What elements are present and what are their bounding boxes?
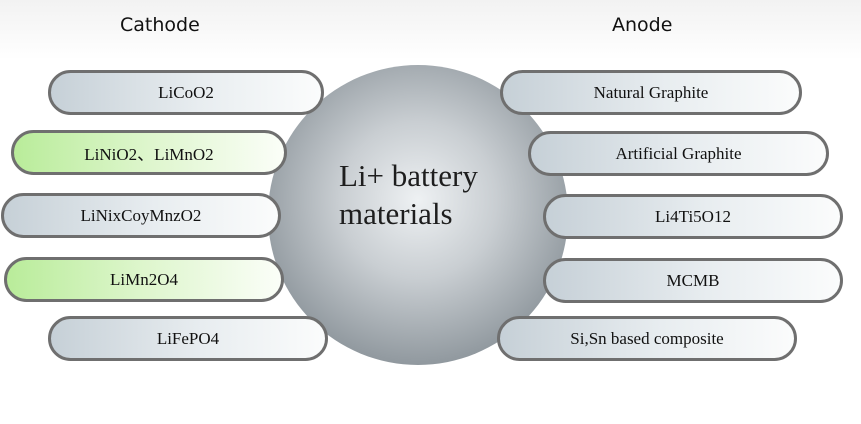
- cathode-item-limn2o4: LiMn2O4: [4, 257, 284, 302]
- center-circle: [268, 65, 568, 365]
- cathode-heading: Cathode: [120, 14, 200, 36]
- cathode-item-linio2-limno2: LiNiO2、LiMnO2: [11, 130, 287, 175]
- center-label-line2: materials: [339, 196, 453, 231]
- center-label-line1: Li+ battery: [339, 158, 478, 193]
- anode-item-artificial-graphite: Artificial Graphite: [528, 131, 829, 176]
- cathode-item-lifepo4: LiFePO4: [48, 316, 328, 361]
- anode-item-li4ti5o12: Li4Ti5O12: [543, 194, 843, 239]
- cathode-item-licoo2: LiCoO2: [48, 70, 324, 115]
- anode-item-mcmb: MCMB: [543, 258, 843, 303]
- anode-heading: Anode: [612, 14, 673, 36]
- cathode-item-linixcoymnzo2: LiNixCoyMnzO2: [1, 193, 281, 238]
- anode-item-si-sn-composite: Si,Sn based composite: [497, 316, 797, 361]
- header-band: [0, 0, 861, 60]
- center-label: Li+ battery materials: [339, 157, 478, 233]
- anode-item-natural-graphite: Natural Graphite: [500, 70, 802, 115]
